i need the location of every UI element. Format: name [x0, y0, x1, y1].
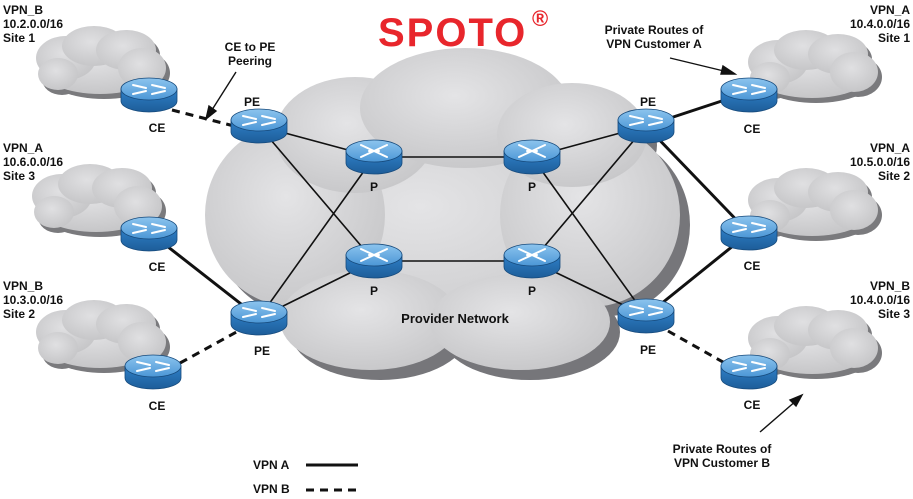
annotation-private-routes-b: Private Routes of VPN Customer B	[673, 442, 773, 470]
router-ce-vpna-site1-icon	[720, 77, 778, 113]
arrow-private-a	[669, 57, 729, 73]
arrow-private-b	[759, 399, 798, 433]
cloud-vpnb-site3	[748, 306, 882, 379]
legend-vpn-b-label: VPN B	[253, 482, 290, 496]
pe-label: PE	[244, 95, 260, 109]
site-vpn-name: VPN_A	[870, 141, 910, 155]
router-pe-right-top-icon	[617, 108, 675, 144]
site-subnet: 10.5.0.0/16	[850, 155, 910, 169]
logo-registered-mark: ®	[532, 6, 548, 31]
customer-clouds	[32, 26, 882, 379]
cloud-vpna-site2	[748, 168, 882, 241]
pe-label: PE	[640, 95, 656, 109]
annotation-peering: CE to PE Peering	[225, 40, 276, 68]
annotation-line: VPN Customer B	[674, 456, 770, 470]
site-vpn-name: VPN_A	[3, 141, 43, 155]
legend-vpn-a-label: VPN A	[253, 458, 290, 472]
arrow-private-a-head	[720, 64, 738, 75]
ce-label: CE	[149, 121, 166, 135]
router-p-right-top-icon	[503, 139, 561, 175]
site-subnet: 10.4.0.0/16	[850, 293, 910, 307]
site-label-vpna-site3: VPN_A 10.6.0.0/16 Site 3	[3, 141, 63, 183]
annotation-line: CE to PE	[225, 40, 276, 54]
site-name: Site 2	[3, 307, 35, 321]
ce-label: CE	[744, 398, 761, 412]
cloud-vpna-site3	[32, 164, 166, 237]
annotation-private-routes-a: Private Routes of VPN Customer A	[605, 23, 705, 51]
site-vpn-name: VPN_A	[870, 3, 910, 17]
site-label-vpna-site1: VPN_A 10.4.0.0/16 Site 1	[850, 3, 910, 45]
site-name: Site 2	[878, 169, 910, 183]
site-subnet: 10.4.0.0/16	[850, 17, 910, 31]
site-vpn-name: VPN_B	[3, 3, 43, 17]
site-subnet: 10.2.0.0/16	[3, 17, 63, 31]
link-p3-pe4	[531, 156, 647, 317]
annotation-line: VPN Customer A	[606, 37, 702, 51]
link-pe2-p1	[258, 156, 375, 319]
site-subnet: 10.3.0.0/16	[3, 293, 63, 307]
annotation-line: Private Routes of	[673, 442, 773, 456]
cloud-vpna-site1	[748, 30, 882, 103]
router-labels: CE CE CE CE CE CE PE PE PE PE P P P P	[149, 95, 761, 413]
arrow-peering	[209, 71, 237, 114]
router-p-left-bottom-icon	[345, 243, 403, 279]
router-pe-right-bottom-icon	[617, 298, 675, 334]
site-name: Site 3	[3, 169, 35, 183]
ce-label: CE	[149, 399, 166, 413]
ce-label: CE	[744, 259, 761, 273]
provider-network-label: Provider Network	[401, 311, 509, 326]
arrow-peering-head	[204, 104, 218, 121]
legend: VPN A VPN B	[253, 458, 358, 496]
router-pe-left-bottom-icon	[230, 300, 288, 336]
annotation-arrows	[204, 57, 804, 433]
routers	[120, 77, 778, 390]
site-label-vpnb-site2: VPN_B 10.3.0.0/16 Site 2	[3, 279, 63, 321]
router-p-left-top-icon	[345, 139, 403, 175]
link-vpna-ce-site2a	[644, 124, 751, 235]
p-label: P	[370, 180, 378, 194]
ce-label: CE	[149, 260, 166, 274]
router-ce-vpnb-site2-icon	[124, 354, 182, 390]
router-ce-vpna-site2-icon	[720, 215, 778, 251]
site-vpn-name: VPN_B	[3, 279, 43, 293]
router-p-right-bottom-icon	[503, 243, 561, 279]
logo-text: SPOTO	[378, 11, 527, 55]
annotation-line: Private Routes of	[605, 23, 705, 37]
p-label: P	[528, 180, 536, 194]
link-vpnb-ce-site1	[171, 108, 235, 128]
router-ce-vpnb-site1-icon	[120, 77, 178, 113]
site-label-vpna-site2: VPN_A 10.5.0.0/16 Site 2	[850, 141, 910, 183]
link-vpnb-ce-site3	[667, 329, 731, 368]
p-label: P	[528, 284, 536, 298]
site-vpn-name: VPN_B	[870, 279, 910, 293]
site-label-vpnb-site1: VPN_B 10.2.0.0/16 Site 1	[3, 3, 63, 45]
router-ce-vpnb-site3-icon	[720, 354, 778, 390]
router-ce-vpna-site3-icon	[120, 216, 178, 252]
site-subnet: 10.6.0.0/16	[3, 155, 63, 169]
link-p4-pe3	[531, 125, 647, 262]
site-name: Site 1	[878, 31, 910, 45]
p-label: P	[370, 284, 378, 298]
link-pe1-p2	[258, 125, 375, 262]
pe-label: PE	[640, 343, 656, 357]
link-vpnb-ce-site2	[179, 328, 241, 365]
ce-label: CE	[744, 122, 761, 136]
pe-label: PE	[254, 344, 270, 358]
site-name: Site 1	[3, 31, 35, 45]
site-label-vpnb-site3: VPN_B 10.4.0.0/16 Site 3	[850, 279, 910, 321]
annotation-line: Peering	[228, 54, 272, 68]
site-name: Site 3	[878, 307, 910, 321]
router-pe-left-top-icon	[230, 108, 288, 144]
arrow-private-b-head	[788, 393, 804, 408]
